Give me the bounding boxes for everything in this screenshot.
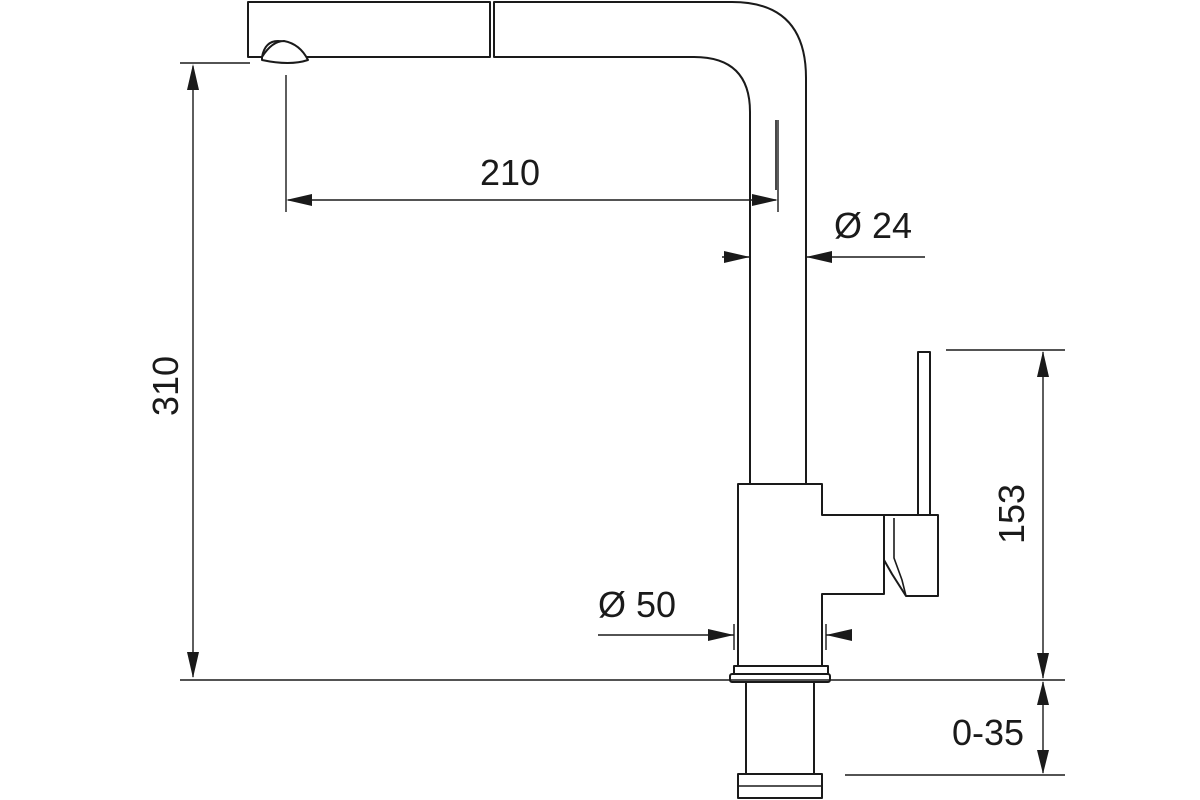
deck-range-label: 0-35 <box>952 712 1024 753</box>
reach-dimension: 210 <box>286 152 778 206</box>
mounting-shank <box>745 681 815 775</box>
lever-height-dimension: 153 <box>991 351 1049 679</box>
faucet-body <box>737 483 885 667</box>
deck-range-dimension: 0-35 <box>952 681 1049 774</box>
aerator-nozzle <box>261 40 309 64</box>
spout-column <box>493 1 807 485</box>
lever-cartridge <box>883 514 939 597</box>
faucet-outline <box>247 1 939 799</box>
base-diameter-label: Ø 50 <box>598 584 676 625</box>
height-dimension: 310 <box>145 64 199 678</box>
height-label: 310 <box>145 356 186 416</box>
lever-height-label: 153 <box>991 484 1032 544</box>
lever-handle <box>917 351 931 519</box>
base-diameter-dimension: Ø 50 <box>598 584 852 641</box>
reach-label: 210 <box>480 152 540 193</box>
spout-diameter-dimension: Ø 24 <box>722 205 925 263</box>
spout-diameter-label: Ø 24 <box>834 205 912 246</box>
lever-cartridge-detail <box>893 518 907 597</box>
base-flange <box>729 673 831 683</box>
extension-lines <box>180 62 1065 776</box>
